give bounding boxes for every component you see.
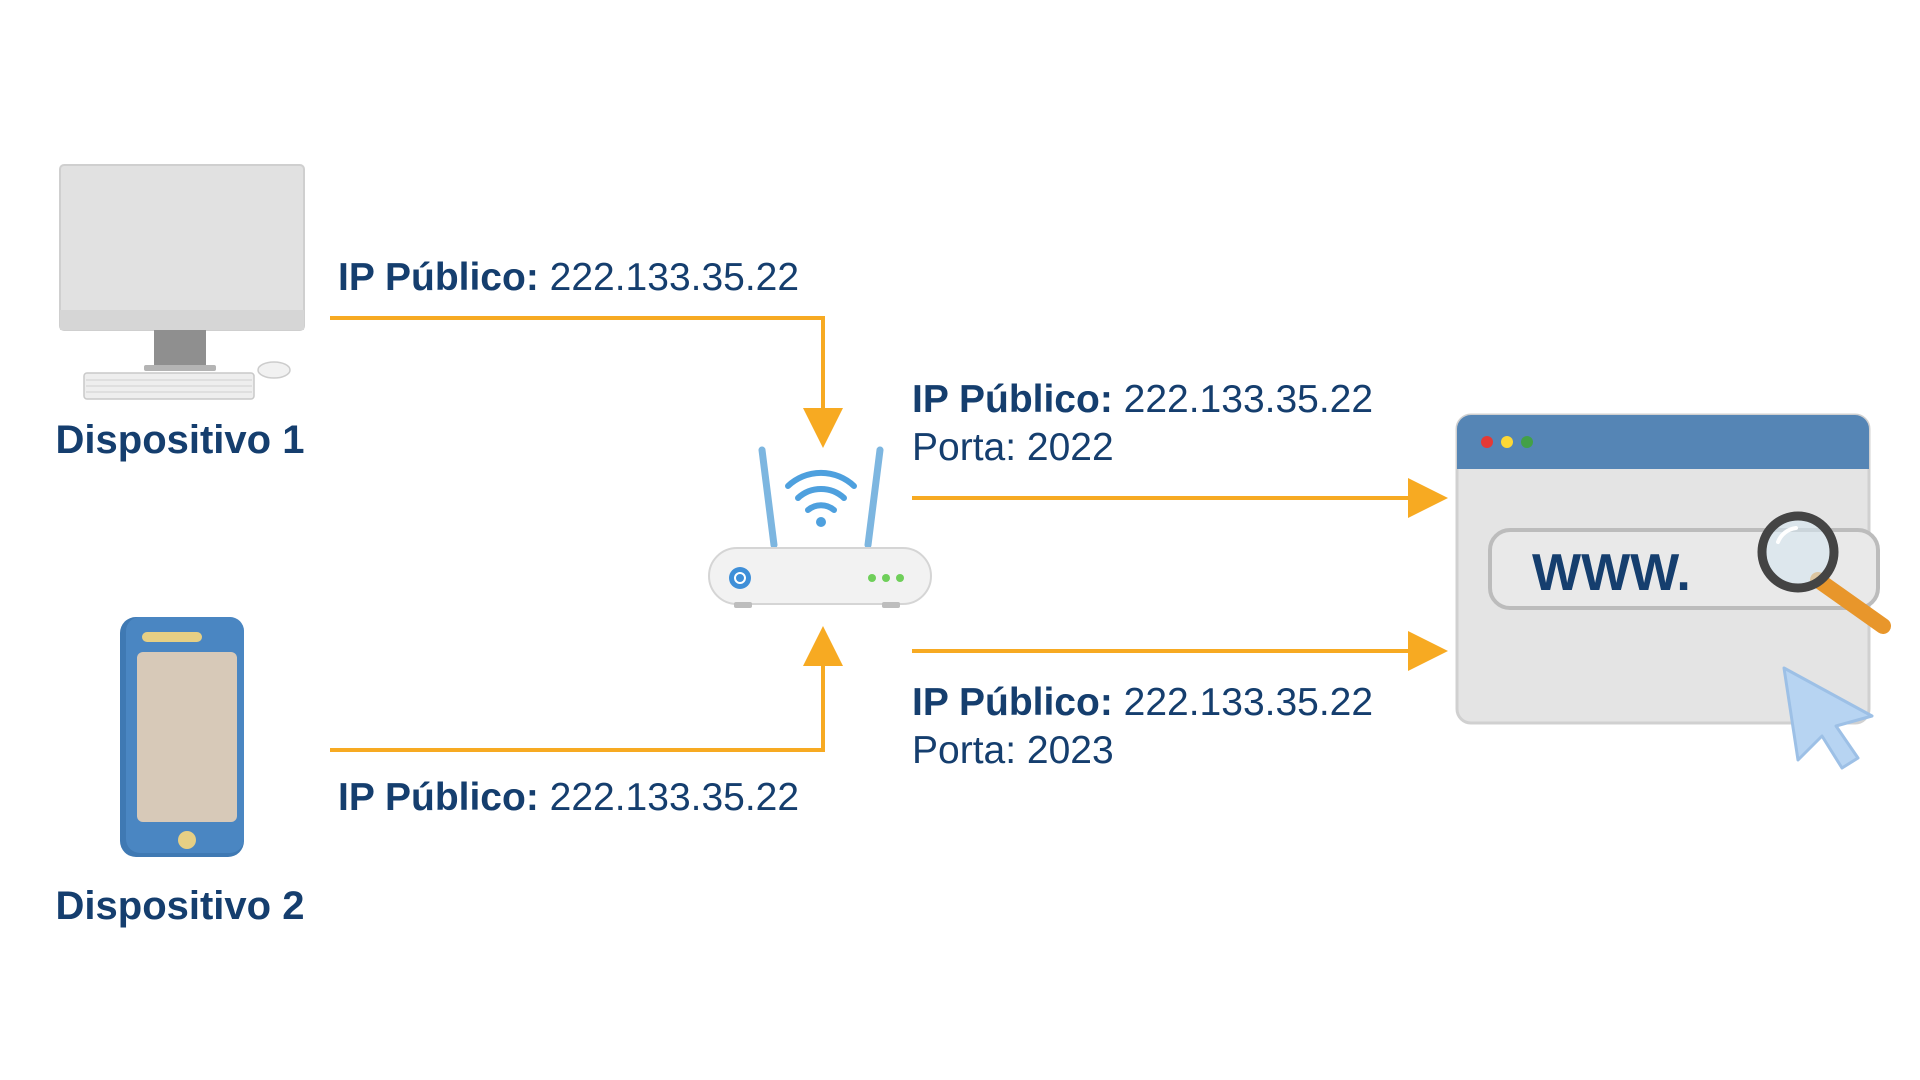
arrow-device2-to-router (330, 626, 843, 752)
ip-label-title: IP Público: (338, 776, 539, 819)
port-label-value: 2023 (1026, 729, 1114, 772)
magnifier-icon (1757, 511, 1891, 634)
cursor-icon (1782, 666, 1874, 770)
ip-label-title: IP Público: (912, 378, 1113, 421)
browser-url-text: WWW. (1532, 544, 1691, 602)
device-2-name: Dispositivo 2 (55, 884, 305, 928)
arrow-device1-to-router (330, 316, 843, 448)
device1-ip-label: IP Público: 222.133.35.22 (338, 254, 799, 302)
device2-ip-label: IP Público: 222.133.35.22 (338, 774, 799, 822)
ip-label-title: IP Público: (912, 681, 1113, 724)
ip-label-value: 222.133.35.22 (549, 776, 800, 819)
ip-label-title: IP Público: (338, 256, 539, 299)
ip-label-value: 222.133.35.22 (1123, 378, 1374, 421)
smartphone-icon (120, 617, 244, 857)
router-web2-label: IP Público: 222.133.35.22 Porta: 2023 (912, 679, 1373, 775)
router-web1-label: IP Público: 222.133.35.22 Porta: 2022 (912, 376, 1373, 472)
ip-label-value: 222.133.35.22 (1123, 681, 1374, 724)
port-label-title: Porta: (912, 426, 1017, 469)
device-1-name: Dispositivo 1 (55, 418, 305, 462)
port-label-title: Porta: (912, 729, 1017, 772)
ip-label-value: 222.133.35.22 (549, 256, 800, 299)
desktop-computer-icon (59, 164, 305, 400)
wifi-router-icon (708, 446, 932, 608)
port-label-value: 2022 (1026, 426, 1114, 469)
